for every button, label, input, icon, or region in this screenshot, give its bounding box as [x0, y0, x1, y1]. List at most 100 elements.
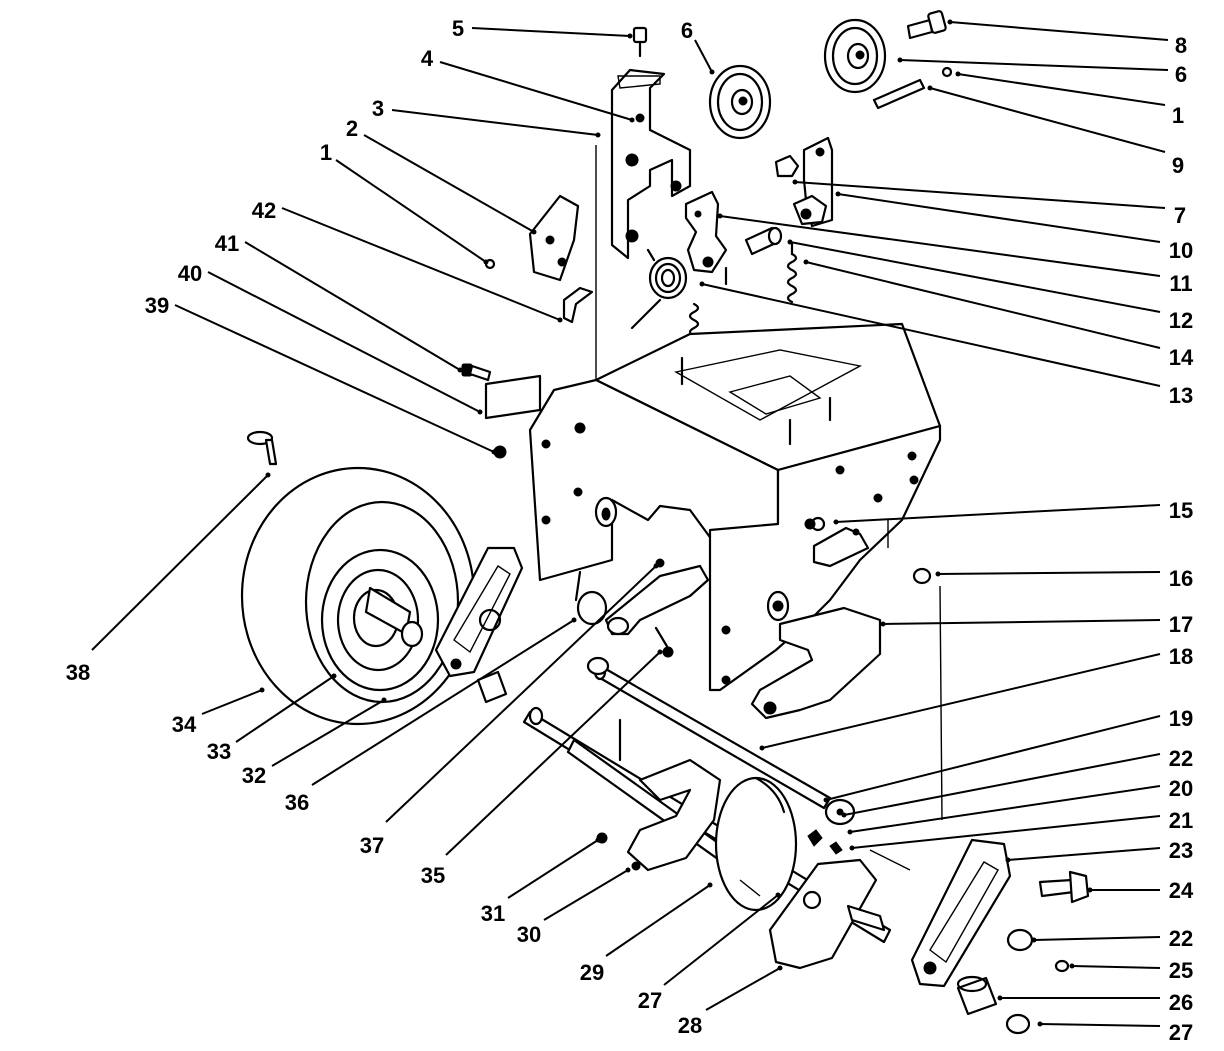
callout-leader-c4: [439, 61, 633, 121]
callout-number-c16: 16: [1169, 566, 1193, 591]
callout-leader-c41: [244, 241, 461, 371]
callout-dot-c7: [792, 179, 798, 185]
part-pin-9: [872, 78, 926, 110]
part-washer-1: [941, 66, 953, 78]
callout-leader-c22b: [1033, 936, 1161, 941]
callout-leader-c20: [849, 785, 1161, 833]
callout-leader-c15: [835, 504, 1161, 523]
callout-number-c35: 35: [421, 863, 445, 888]
callout-dot-c12: [787, 239, 793, 245]
part-shift-lever: [574, 558, 710, 658]
parts-artwork: [240, 10, 1090, 1035]
part-bolt-24: [1038, 870, 1090, 904]
callout-leader-c6b: [899, 59, 1169, 71]
callout-dot-c40: [477, 409, 483, 415]
callout-number-c31: 31: [481, 901, 505, 926]
part-washer-near-shaft: [586, 656, 610, 676]
callout-number-c28: 28: [678, 1013, 702, 1038]
callout-dot-c31: [595, 837, 601, 843]
callout-dot-c4: [629, 117, 635, 123]
part-clip-42: [562, 286, 594, 324]
callout-dot-c32: [381, 697, 387, 703]
part-nut-25: [1054, 959, 1070, 973]
part-shift-fork: [596, 758, 722, 872]
callout-leader-c39: [174, 304, 495, 453]
callout-number-c33: 33: [207, 739, 231, 764]
callout-dot-c1a: [955, 71, 961, 77]
part-ring-27: [1005, 1013, 1031, 1035]
callout-dot-c1b: [483, 259, 489, 265]
part-wheel: [240, 466, 476, 726]
callout-number-c9: 9: [1172, 153, 1184, 178]
callout-leader-c32: [271, 699, 385, 767]
part-gear-housing-right: [910, 838, 1012, 988]
callout-leader-c21: [851, 815, 1161, 849]
callout-number-c6a: 6: [681, 18, 693, 43]
callout-number-c34: 34: [172, 712, 197, 737]
callout-number-c25: 25: [1169, 958, 1193, 983]
callout-dot-c10: [835, 191, 841, 197]
callout-number-c27b: 27: [1169, 1020, 1193, 1045]
callout-number-c5: 5: [452, 16, 464, 41]
callout-leader-c2: [363, 134, 535, 233]
callout-number-c42: 42: [252, 198, 276, 223]
callout-leader-c7: [794, 181, 1166, 209]
callout-leader-c28: [705, 967, 781, 1011]
part-bushing-left: [476, 670, 508, 704]
callout-leader-c5: [471, 27, 631, 37]
callout-number-c21: 21: [1169, 808, 1193, 833]
callout-number-c20: 20: [1169, 776, 1193, 801]
callout-leader-c37: [385, 565, 657, 823]
callout-number-c1b: 1: [320, 140, 332, 165]
callout-number-c4: 4: [421, 46, 434, 71]
callout-number-c32: 32: [242, 763, 266, 788]
part-cable-guide: [528, 194, 580, 282]
callout-number-c3: 3: [372, 96, 384, 121]
callout-dot-c21: [849, 845, 855, 851]
callout-dot-c41: [457, 367, 463, 373]
callout-dot-c27b: [1037, 1021, 1043, 1027]
callout-dot-c17: [880, 621, 886, 627]
callout-number-c26: 26: [1169, 990, 1193, 1015]
part-drive-hub: [768, 858, 886, 970]
callout-number-c37: 37: [360, 833, 384, 858]
callout-leader-c27b: [1039, 1023, 1161, 1027]
part-gear-housing-left: [434, 546, 524, 678]
callout-dot-c6b: [897, 57, 903, 63]
callout-leader-c12: [789, 241, 1161, 313]
callout-number-c41: 41: [215, 231, 239, 256]
callout-number-c23: 23: [1169, 838, 1193, 863]
callout-dot-c30: [625, 867, 631, 873]
callout-leader-c23: [1007, 847, 1161, 861]
callout-number-c18: 18: [1169, 644, 1193, 669]
callout-dot-c5: [627, 33, 633, 39]
callout-dot-c29: [707, 882, 713, 888]
callout-dot-c37: [653, 563, 659, 569]
callout-dot-c18: [759, 745, 765, 751]
callout-dot-c23: [1005, 857, 1011, 863]
callout-dot-c35: [657, 649, 663, 655]
part-decal-40: [484, 374, 542, 420]
callout-dot-c11: [717, 213, 723, 219]
callout-dot-c19: [823, 797, 829, 803]
part-bolt-20: [807, 829, 843, 855]
callout-leader-c36: [311, 619, 575, 786]
callout-leader-c8: [949, 21, 1169, 41]
part-screw-41: [461, 363, 492, 382]
part-shift-bracket: [750, 606, 882, 720]
part-spring-14: [786, 242, 798, 304]
callout-dot-c9: [927, 85, 933, 91]
callout-leader-c6a: [694, 39, 713, 73]
callout-dot-c8: [947, 19, 953, 25]
callout-number-c1a: 1: [1172, 103, 1184, 128]
callout-dot-c34: [259, 687, 265, 693]
callout-dot-c38: [265, 472, 271, 478]
callout-number-c6b: 6: [1175, 62, 1187, 87]
callout-leader-c18: [761, 653, 1161, 749]
callout-dot-c3: [595, 132, 601, 138]
callout-leader-c19: [825, 715, 1161, 801]
callout-number-c38: 38: [66, 660, 90, 685]
callout-leader-c13: [701, 283, 1161, 387]
callout-dot-c14: [803, 259, 809, 265]
